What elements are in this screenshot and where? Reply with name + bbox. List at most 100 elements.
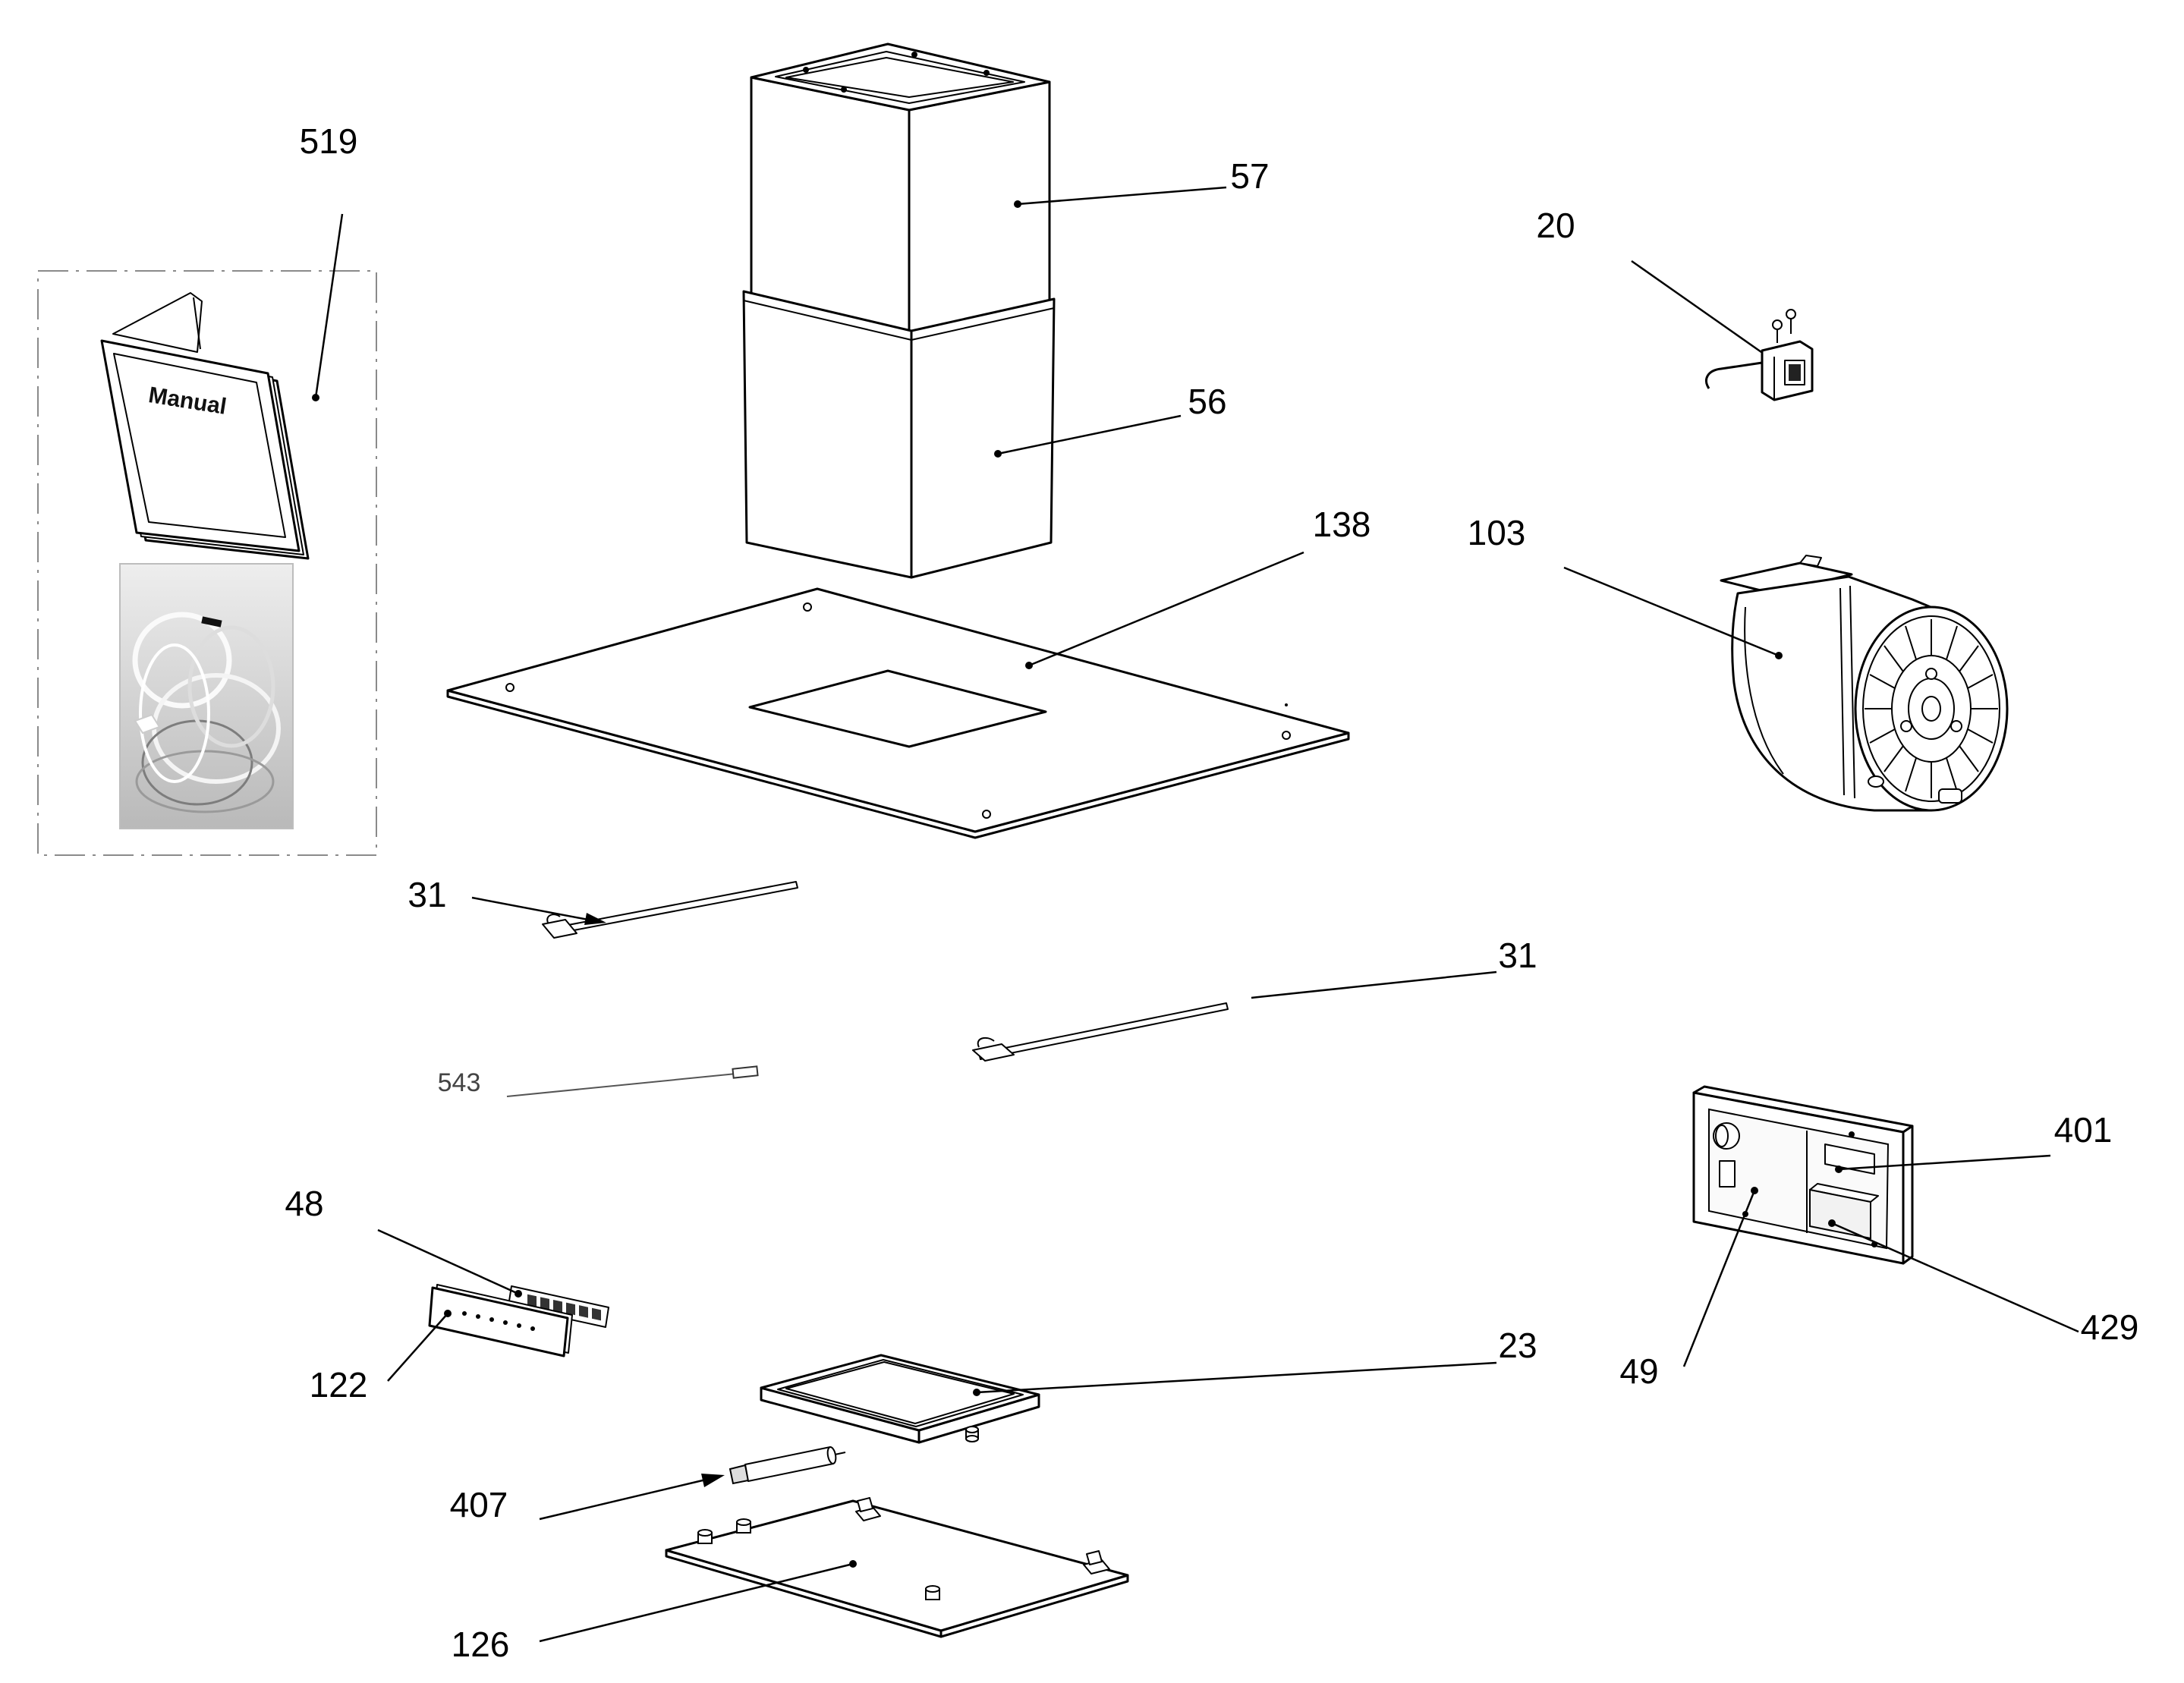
leader-dot xyxy=(1835,1166,1843,1173)
wire xyxy=(506,1065,759,1097)
rim-hole xyxy=(983,70,990,76)
rim-hole xyxy=(841,87,847,93)
top-plate-duct-hole xyxy=(748,669,1047,748)
callout-543: 543 xyxy=(438,1068,481,1097)
booklet-front-cover xyxy=(100,339,301,552)
capacitor-face xyxy=(1715,1125,1729,1147)
board-button xyxy=(553,1299,562,1313)
cable-connector xyxy=(201,616,222,628)
housing-divider xyxy=(1839,587,1845,796)
filter-frame-bevel xyxy=(777,1359,1024,1427)
callout-48: 48 xyxy=(285,1184,522,1298)
leader-line xyxy=(314,213,344,398)
bottom-plate xyxy=(665,1497,1129,1638)
wire-connector xyxy=(732,1065,759,1079)
leader-line xyxy=(1838,1154,2051,1171)
leader-line xyxy=(377,1228,519,1295)
chimney-lower-right-face xyxy=(910,297,1056,579)
hub-hole xyxy=(1950,720,1962,732)
board-button xyxy=(540,1297,549,1310)
board-button xyxy=(579,1305,588,1318)
filter-knob-bottom xyxy=(965,1435,979,1442)
plate-mark xyxy=(1285,703,1288,706)
coil-5 xyxy=(135,750,275,813)
booklet-open-page xyxy=(112,292,203,353)
lamp xyxy=(729,1446,846,1485)
board-button xyxy=(592,1307,601,1321)
bracket-right xyxy=(972,1002,1229,1062)
chimney-upper xyxy=(750,42,1051,335)
callout-401: 401 xyxy=(1835,1110,2112,1173)
transformer-body xyxy=(1809,1188,1871,1240)
blower-housing-foot xyxy=(1868,775,1884,788)
leader-dot xyxy=(973,1389,980,1396)
lamp-tube xyxy=(744,1446,834,1482)
top-plate xyxy=(446,587,1350,839)
leader-line xyxy=(1631,260,1762,354)
front-panel-face xyxy=(428,1286,569,1357)
callout-103: 103 xyxy=(1468,513,1783,659)
leader-dot xyxy=(994,450,1002,458)
hub-hole xyxy=(1925,668,1937,680)
part-number-label: 122 xyxy=(310,1365,368,1405)
rim-hole xyxy=(803,67,809,73)
panel-indicator xyxy=(462,1311,467,1316)
plate-post-top xyxy=(697,1529,713,1537)
panel-indicator xyxy=(476,1314,480,1319)
leader-dot xyxy=(1751,1187,1758,1194)
chimney-lower-lip xyxy=(743,300,1055,341)
hub-hole xyxy=(1900,720,1912,732)
switch-wire-hook xyxy=(1705,361,1763,389)
part-number-label: 31 xyxy=(408,875,446,914)
bracket-left-clip xyxy=(542,919,577,939)
capacitor xyxy=(1713,1122,1740,1150)
coil-6 xyxy=(139,643,210,783)
bracket-left-hook xyxy=(546,914,561,923)
callout-122: 122 xyxy=(310,1310,452,1405)
leader-line xyxy=(1017,186,1227,206)
leader-line xyxy=(1563,566,1780,657)
plate-hole xyxy=(982,810,991,819)
plate-post-top xyxy=(736,1518,751,1526)
plate-clip xyxy=(1086,1550,1103,1565)
leader-line xyxy=(1251,970,1497,999)
blower xyxy=(1720,555,2009,812)
callout-23: 23 xyxy=(973,1326,1537,1396)
blower-mount-bracket xyxy=(1720,562,1853,595)
blower-hub-center xyxy=(1921,696,1941,722)
chimney-upper-opening xyxy=(775,51,1025,104)
leader-line xyxy=(1831,1222,2079,1333)
part-number-label: 31 xyxy=(1498,936,1537,975)
manual-booklet: Manual xyxy=(100,292,310,560)
bracket-right-hook xyxy=(977,1037,995,1048)
part-number-label: 407 xyxy=(450,1485,508,1524)
panel-indicator xyxy=(503,1320,508,1325)
leader-dot xyxy=(515,1290,522,1298)
part-number-label: 429 xyxy=(2081,1307,2139,1347)
filter-knob-top xyxy=(965,1426,979,1433)
bottom-plate-surface xyxy=(665,1499,1129,1632)
lamp-pin xyxy=(834,1452,846,1455)
leader-arrowhead xyxy=(701,1474,725,1487)
leader-line xyxy=(1682,1190,1756,1367)
bag-coils xyxy=(132,612,281,813)
bracket-left xyxy=(542,881,798,939)
blower-bracket-tab xyxy=(1799,555,1822,567)
leader-line xyxy=(976,1361,1497,1394)
part-number-label: 103 xyxy=(1468,513,1526,552)
housing-fold-line xyxy=(1744,606,1784,775)
control-box xyxy=(1692,1085,1914,1265)
board-button xyxy=(527,1294,537,1307)
part-number-label: 138 xyxy=(1313,505,1371,544)
leader-dot xyxy=(312,394,319,401)
chimney-upper-opening-inner xyxy=(785,57,1014,98)
callout-138: 138 xyxy=(1025,505,1371,669)
bracket-right-clip xyxy=(972,1043,1015,1062)
callout-31-right: 31 xyxy=(1251,936,1537,999)
rim-hole xyxy=(911,52,917,58)
screw-head xyxy=(1772,319,1783,330)
control-board xyxy=(508,1285,609,1328)
chimney-upper-left-face xyxy=(750,76,911,335)
switch xyxy=(1705,309,1814,401)
callout-407: 407 xyxy=(450,1474,725,1524)
